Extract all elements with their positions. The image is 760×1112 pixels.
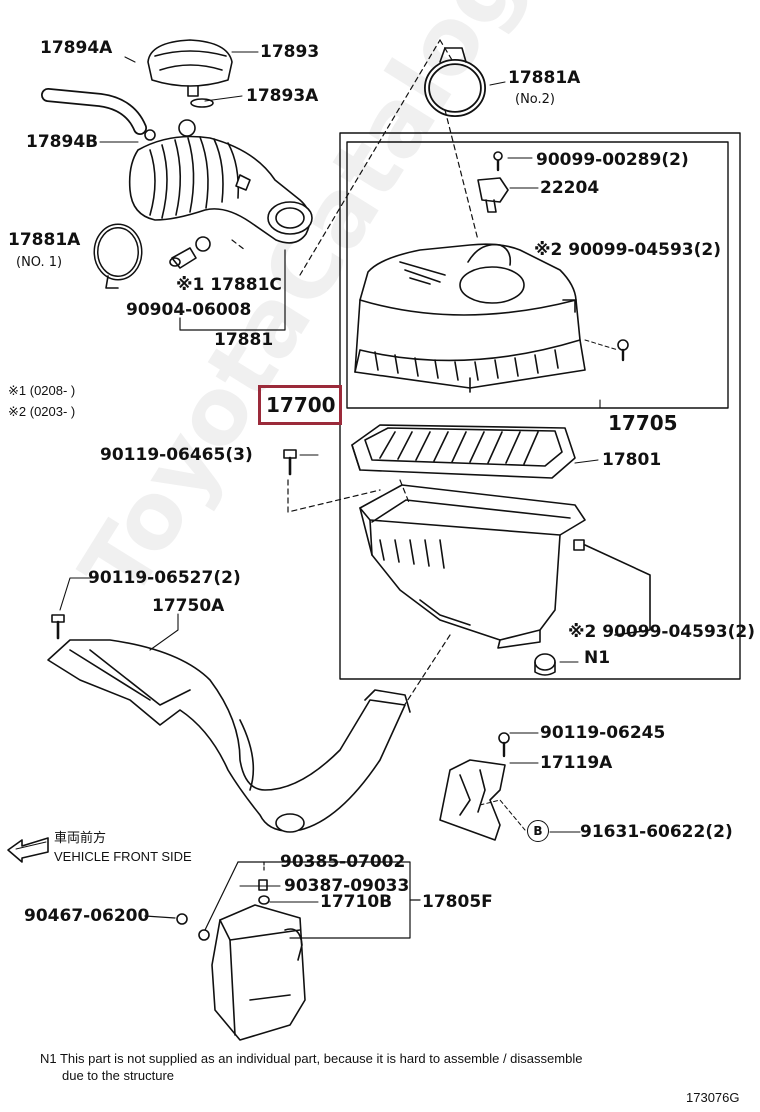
label-90119-06527: 90119-06527(2)	[88, 568, 241, 588]
label-90467-06200: 90467-06200	[24, 906, 150, 926]
highlight-box-17700	[258, 385, 342, 425]
clamp-17881C	[169, 236, 211, 269]
leader-lines-lower	[144, 861, 421, 939]
resonator-17893	[147, 39, 233, 108]
label-17881A-no2: 17881A	[508, 68, 581, 88]
footnote-line1: N1 This part is not supplied as an indiv…	[40, 1051, 583, 1066]
label-17700: 17700	[266, 393, 336, 417]
resonator-17805F	[211, 904, 306, 1041]
routing-lines-middle	[399, 479, 451, 713]
bracket-17119A	[439, 732, 526, 841]
diagram-code: 173076G	[686, 1090, 740, 1105]
label-17119A: 17119A	[540, 753, 613, 773]
routing-lines-top	[231, 39, 479, 513]
label-90119-06245: 90119-06245	[540, 723, 666, 743]
intake-hose-17881	[128, 119, 313, 244]
bolt-90099-04593-upper	[584, 339, 629, 362]
assembly-box-17705	[346, 141, 729, 409]
leader-17881	[179, 249, 286, 331]
label-90387-09033: 90387-09033	[284, 876, 410, 896]
label-17750A: 17750A	[152, 596, 225, 616]
label-no2: (No.2)	[515, 92, 555, 107]
label-17881: 17881	[214, 330, 274, 350]
label-17881A-no1: 17881A	[8, 230, 81, 250]
bolt-90119-06527	[51, 614, 65, 640]
inlet-duct-17750A	[47, 639, 411, 833]
upper-case-17705	[354, 243, 586, 393]
label-17805F: 17805F	[422, 892, 493, 912]
label-17881C: ※1 17881C	[176, 275, 282, 295]
grommet-N1	[534, 653, 556, 676]
bolt-90119-06465	[283, 449, 297, 476]
label-17710B: 17710B	[320, 892, 393, 912]
filter-17801	[351, 424, 576, 479]
lower-case	[359, 484, 651, 649]
front-label-en: VEHICLE FRONT SIDE	[54, 849, 192, 864]
label-17893A: 17893A	[246, 86, 319, 106]
label-17705: 17705	[608, 411, 678, 435]
leader-lines	[59, 51, 601, 903]
label-90099-00289: 90099-00289(2)	[536, 150, 689, 170]
label-B-badge: B	[527, 820, 549, 842]
label-no1: (NO. 1)	[16, 255, 63, 270]
label-17894A: 17894A	[40, 38, 113, 58]
clamp-17881A-no2	[424, 47, 486, 117]
hose-17894A	[41, 88, 147, 135]
footnote-line2: due to the structure	[62, 1068, 175, 1083]
label-N1: N1	[584, 648, 611, 668]
label-17893: 17893	[260, 42, 320, 62]
sensor-22204	[477, 151, 509, 213]
small-parts-17805F	[176, 861, 270, 941]
label-90099-04593-upper: ※2 90099-04593(2)	[534, 240, 721, 260]
front-arrow	[7, 837, 49, 863]
label-17801: 17801	[602, 450, 662, 470]
clamp-17881A-no1	[93, 223, 143, 289]
note-2: ※2 (0203- )	[8, 404, 76, 419]
label-90385-07002: 90385-07002	[280, 852, 406, 872]
label-90904-06008: 90904-06008	[126, 300, 252, 320]
label-17894B: 17894B	[26, 132, 99, 152]
label-22204: 22204	[540, 178, 600, 198]
label-90099-04593-lower: ※2 90099-04593(2)	[568, 622, 755, 642]
label-90119-06465: 90119-06465(3)	[100, 445, 253, 465]
front-label-jp: 車両前方	[54, 830, 107, 845]
note-1: ※1 (0208- )	[8, 383, 76, 398]
label-91631-60622: 91631-60622(2)	[580, 822, 733, 842]
